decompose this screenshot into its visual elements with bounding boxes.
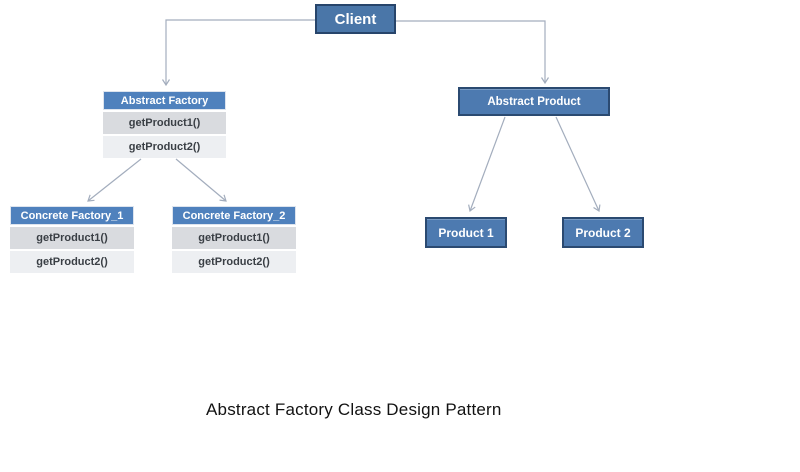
product-2-label: Product 2 xyxy=(575,225,631,240)
product-1-node: Product 1 xyxy=(425,217,507,248)
concrete-factory-1-method-2: getProduct2() xyxy=(10,251,134,273)
connector-client-to-abstract-product xyxy=(396,20,550,85)
abstract-factory-method-1: getProduct1() xyxy=(103,112,226,134)
concrete-factory-2-node: Concrete Factory_2 getProduct1() getProd… xyxy=(172,206,296,273)
product-1-label: Product 1 xyxy=(438,225,494,240)
connector-client-to-abstract-factory xyxy=(161,19,315,87)
concrete-factory-2-method-2: getProduct2() xyxy=(172,251,296,273)
client-node-label: Client xyxy=(334,10,377,28)
concrete-factory-1-title: Concrete Factory_1 xyxy=(10,206,134,225)
concrete-factory-2-title: Concrete Factory_2 xyxy=(172,206,296,225)
diagram-caption: Abstract Factory Class Design Pattern xyxy=(206,400,502,419)
abstract-factory-method-2: getProduct2() xyxy=(103,136,226,158)
connector-abstract-product-to-product-2 xyxy=(555,116,601,213)
abstract-factory-title: Abstract Factory xyxy=(103,91,226,110)
connector-abstract-factory-to-concrete-factory-2 xyxy=(175,158,227,202)
abstract-product-label: Abstract Product xyxy=(487,95,581,108)
abstract-factory-node: Abstract Factory getProduct1() getProduc… xyxy=(103,91,226,158)
concrete-factory-1-method-1: getProduct1() xyxy=(10,227,134,249)
connector-abstract-product-to-product-1 xyxy=(468,116,506,213)
connector-abstract-factory-to-concrete-factory-1 xyxy=(87,158,142,202)
product-2-node: Product 2 xyxy=(562,217,644,248)
abstract-product-node: Abstract Product xyxy=(458,87,610,116)
concrete-factory-2-method-1: getProduct1() xyxy=(172,227,296,249)
client-node: Client xyxy=(315,4,396,34)
concrete-factory-1-node: Concrete Factory_1 getProduct1() getProd… xyxy=(10,206,134,273)
